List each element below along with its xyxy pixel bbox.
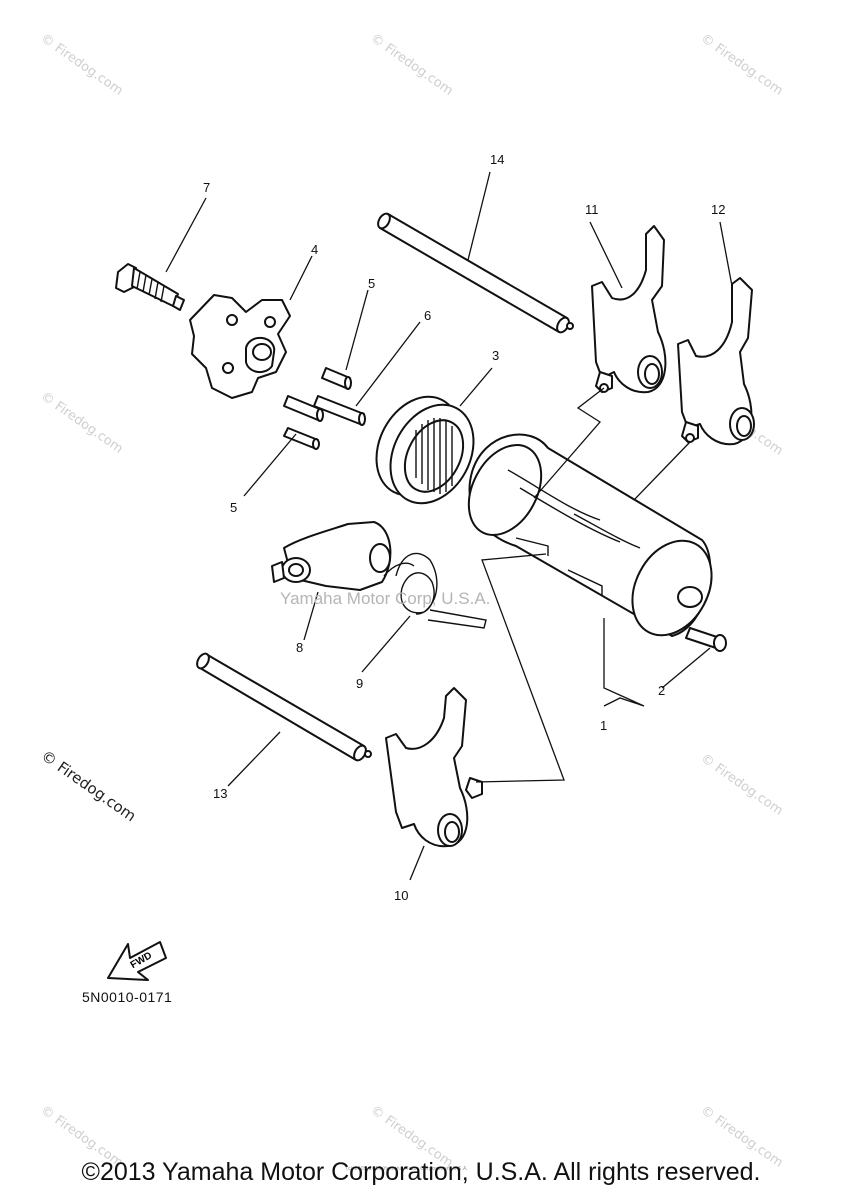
callout-5-top: 5 <box>368 276 375 291</box>
callout-12: 12 <box>711 202 725 217</box>
part-6-pin <box>313 395 366 426</box>
watermark-left-dark: © Firedog.com <box>38 747 140 826</box>
part-12-shift-fork <box>677 277 755 446</box>
callout-6: 6 <box>424 308 431 323</box>
part-4-segment <box>189 294 291 399</box>
callout-11: 11 <box>585 202 599 217</box>
fine-print: (c) 2005-2015 Yamaha Motor Corporation, … <box>346 1166 468 1172</box>
callout-1: 1 <box>600 718 607 733</box>
callout-9: 9 <box>356 676 363 691</box>
part-7-bolt <box>115 263 185 311</box>
watermark-top-left: © Firedog.com <box>38 31 126 99</box>
callout-10: 10 <box>394 888 408 903</box>
watermark-lower-right: © Firedog.com <box>698 751 786 819</box>
copyright-notice: ©2013 Yamaha Motor Corporation, U.S.A. A… <box>81 1158 761 1186</box>
overlay-copyright-text: Yamaha Motor Corp, U.S.A. <box>280 589 490 608</box>
leader-lines <box>165 171 733 881</box>
part-11-shift-fork <box>591 225 667 394</box>
callout-2: 2 <box>658 683 665 698</box>
watermark-top-center: © Firedog.com <box>368 31 456 99</box>
part-2-pin <box>685 627 727 652</box>
watermark-top-right: © Firedog.com <box>698 31 786 99</box>
callout-13: 13 <box>213 786 227 801</box>
part-5-pins <box>283 367 352 450</box>
part-13-shaft <box>196 652 372 762</box>
callout-4: 4 <box>311 242 318 257</box>
part-14-shaft <box>377 212 574 334</box>
callout-5-bottom: 5 <box>230 500 237 515</box>
watermark-mid-left: © Firedog.com <box>38 389 126 457</box>
callout-3: 3 <box>492 348 499 363</box>
part-1-shift-drum <box>467 433 713 637</box>
diagram-code: 5N0010-0171 <box>82 989 173 1005</box>
part-3-bearing <box>375 395 475 505</box>
callout-8: 8 <box>296 640 303 655</box>
callout-7: 7 <box>203 180 210 195</box>
callout-14: 14 <box>490 152 504 167</box>
part-10-shift-fork <box>385 687 483 848</box>
part-9-spring <box>383 552 487 629</box>
part-8-shift-arm <box>271 521 392 591</box>
fwd-arrow-icon: FWD <box>107 941 167 981</box>
callouts: 14 7 11 12 4 5 6 3 5 8 9 2 1 13 10 <box>203 152 725 903</box>
